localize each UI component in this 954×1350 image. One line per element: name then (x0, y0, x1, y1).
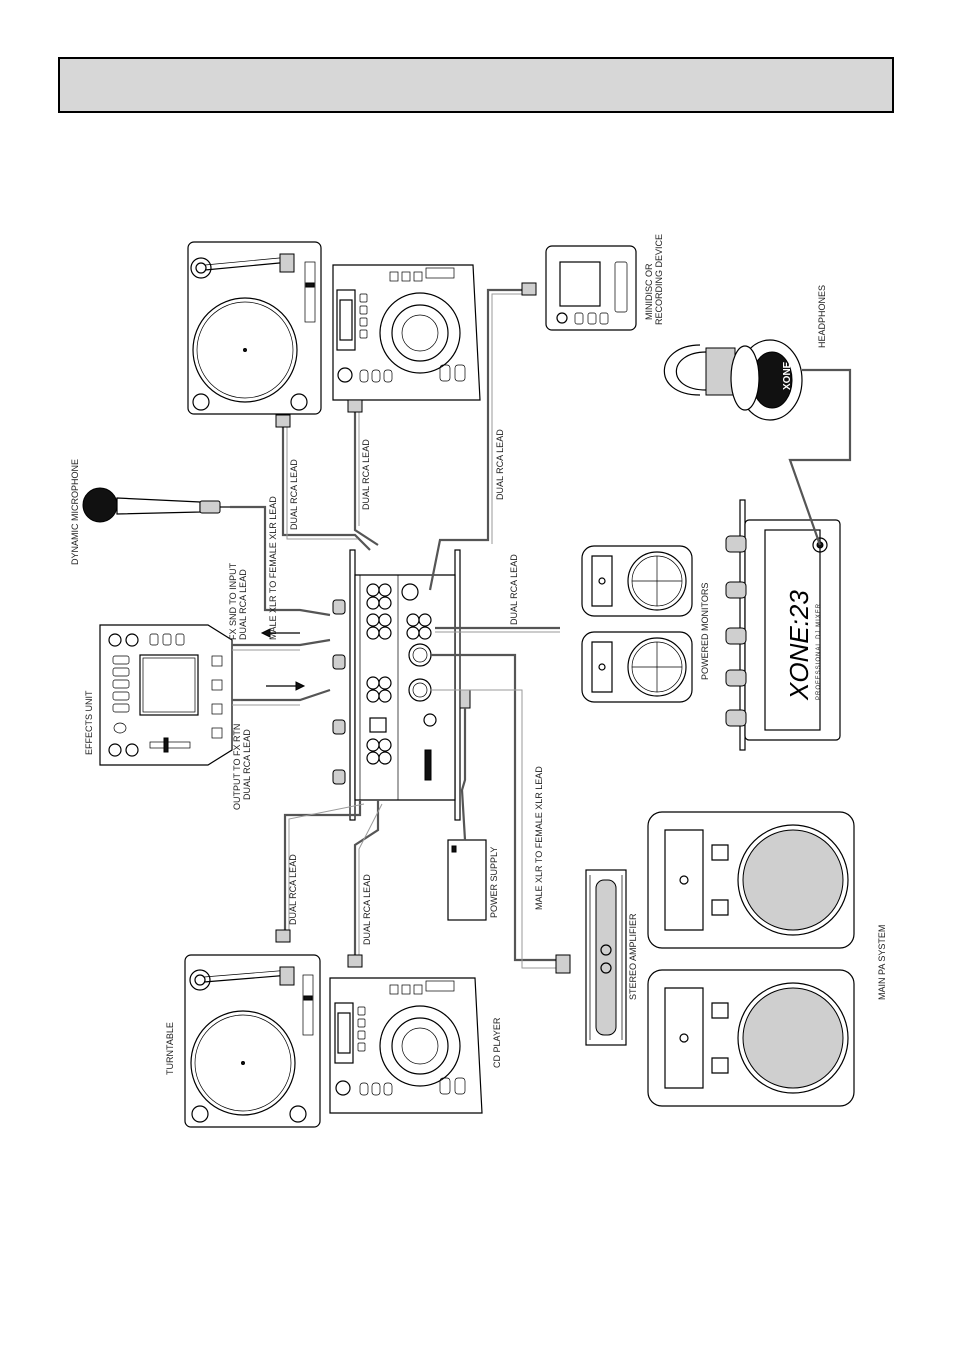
cd-player-top (332, 264, 481, 401)
label-effects-unit: EFFECTS UNIT (84, 690, 94, 755)
label-dual-rca-cd-bottom: DUAL RCA LEAD (362, 874, 372, 945)
effects-unit (99, 624, 233, 766)
rca-inputs-top (366, 583, 432, 640)
label-dual-rca-mon: DUAL RCA LEAD (509, 554, 519, 625)
label-dual-rca-cd-top: DUAL RCA LEAD (361, 439, 371, 510)
label-powered-monitors: POWERED MONITORS (700, 583, 710, 680)
turntable-bottom (184, 954, 321, 1128)
label-headphones: HEADPHONES (817, 285, 827, 348)
signal-arrows (260, 628, 306, 691)
turntable-top (187, 241, 322, 415)
label-minidisc: MINIDISC OR (644, 263, 654, 320)
minidisc-recorder (545, 245, 637, 331)
label-power-supply: POWER SUPPLY (489, 847, 499, 918)
powered-monitor-right (581, 545, 693, 617)
label-male-xlr-bottom: MALE XLR TO FEMALE XLR LEAD (534, 766, 544, 910)
headphone-brand-text: XONE (782, 361, 793, 390)
dynamic-microphone (82, 487, 230, 523)
label-fx-rtn: OUTPUT TO FX RTN (232, 724, 242, 810)
label-fx-snd-lead: DUAL RCA LEAD (238, 569, 248, 640)
stereo-amplifier (585, 869, 627, 1046)
power-supply (447, 689, 487, 921)
label-recording-device: RECORDING DEVICE (654, 234, 664, 325)
label-dual-rca-turntable-top: DUAL RCA LEAD (289, 459, 299, 530)
label-cd-player: CD PLAYER (492, 1017, 502, 1068)
label-fx-rtn-lead: DUAL RCA LEAD (242, 729, 252, 800)
powered-monitor-left (581, 631, 693, 703)
rca-inputs-bottom (366, 676, 392, 765)
label-stereo-amplifier: STEREO AMPLIFIER (628, 913, 638, 1000)
mic-input-jack (401, 583, 419, 601)
label-dynamic-microphone: DYNAMIC MICROPHONE (70, 459, 80, 565)
pa-speaker-left (647, 969, 855, 1107)
header-bar (58, 57, 894, 113)
label-dual-rca-turntable-bottom: DUAL RCA LEAD (288, 854, 298, 925)
xone-23-mixer-front: XONE:23 PROFESSIONAL DJ MIXER (725, 499, 841, 751)
label-fx-snd: FX SND TO INPUT (228, 562, 238, 640)
cd-player-bottom (329, 977, 483, 1114)
mixer-rear-panel (332, 549, 461, 821)
headphones: XONE (663, 339, 803, 421)
label-main-pa: MAIN PA SYSTEM (877, 925, 887, 1000)
pa-speaker-right (647, 811, 855, 949)
headphone-jack (812, 537, 828, 553)
brand-subtitle: PROFESSIONAL DJ MIXER (816, 603, 822, 700)
brand-logo: XONE:23 (784, 590, 814, 701)
label-dual-rca-rec: DUAL RCA LEAD (495, 429, 505, 500)
label-turntable: TURNTABLE (165, 1022, 175, 1075)
cables (230, 282, 852, 974)
label-male-xlr-top: MALE XLR TO FEMALE XLR LEAD (268, 496, 278, 640)
